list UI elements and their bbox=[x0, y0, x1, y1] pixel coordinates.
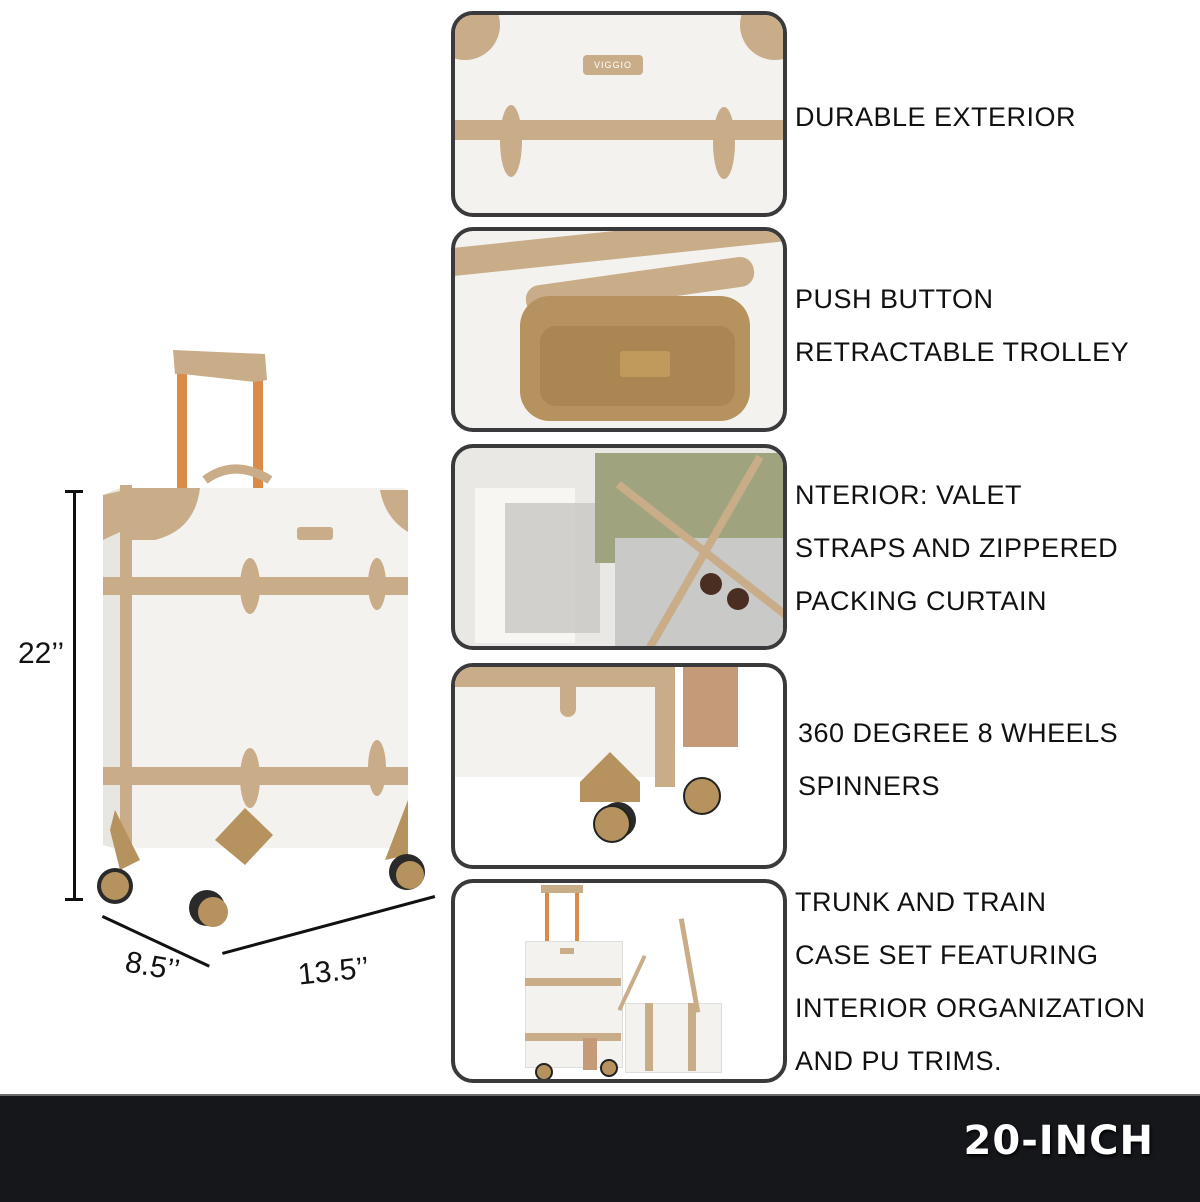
feature-line: DURABLE EXTERIOR bbox=[795, 102, 1077, 132]
feature-text-exterior: DURABLE EXTERIOR bbox=[795, 91, 1076, 144]
feature-line: STRAPS AND ZIPPERED bbox=[795, 533, 1119, 563]
feature-line: NTERIOR: VALET bbox=[795, 480, 1023, 510]
feature-line: 360 DEGREE 8 WHEELS bbox=[798, 718, 1119, 748]
feature-line: CASE SET FEATURING bbox=[795, 940, 1099, 970]
feature-line: PUSH BUTTON bbox=[795, 284, 994, 314]
feature-image-interior bbox=[451, 444, 787, 650]
brand-logo-plate: VIGGIO bbox=[583, 55, 643, 75]
suitcase-illustration bbox=[97, 350, 425, 927]
push-button bbox=[620, 351, 670, 377]
width-dimension-label: 13.5’’ bbox=[296, 951, 371, 992]
feature-line: INTERIOR ORGANIZATION bbox=[795, 993, 1146, 1023]
brand-logo-text: VIGGIO bbox=[593, 60, 632, 70]
feature-line: AND PU TRIMS. bbox=[795, 1046, 1003, 1076]
main-suitcase-image bbox=[95, 330, 440, 950]
footer-banner: 20-INCH bbox=[0, 1094, 1200, 1202]
depth-dimension-label: 8.5’’ bbox=[122, 945, 183, 988]
height-dimension-tick-bottom bbox=[65, 898, 83, 901]
feature-text-set: TRUNK AND TRAIN CASE SET FEATURING INTER… bbox=[795, 876, 1146, 1088]
height-dimension-label: 22’’ bbox=[18, 637, 65, 670]
feature-image-set bbox=[451, 879, 787, 1083]
feature-line: RETRACTABLE TROLLEY bbox=[795, 337, 1130, 367]
height-dimension-line bbox=[73, 490, 76, 900]
feature-image-exterior: VIGGIO bbox=[451, 11, 787, 217]
feature-text-wheels: 360 DEGREE 8 WHEELS SPINNERS bbox=[798, 707, 1118, 813]
size-label: 20-INCH bbox=[963, 1118, 1154, 1164]
feature-image-wheels bbox=[451, 663, 787, 869]
feature-line: TRUNK AND TRAIN bbox=[795, 887, 1047, 917]
feature-text-trolley: PUSH BUTTON RETRACTABLE TROLLEY bbox=[795, 273, 1129, 379]
feature-line: PACKING CURTAIN bbox=[795, 586, 1048, 616]
sunglasses bbox=[700, 573, 722, 595]
feature-image-trolley-button bbox=[451, 227, 787, 432]
feature-line: SPINNERS bbox=[798, 771, 941, 801]
feature-text-interior: NTERIOR: VALET STRAPS AND ZIPPERED PACKI… bbox=[795, 469, 1118, 628]
height-dimension-tick-top bbox=[65, 490, 83, 493]
